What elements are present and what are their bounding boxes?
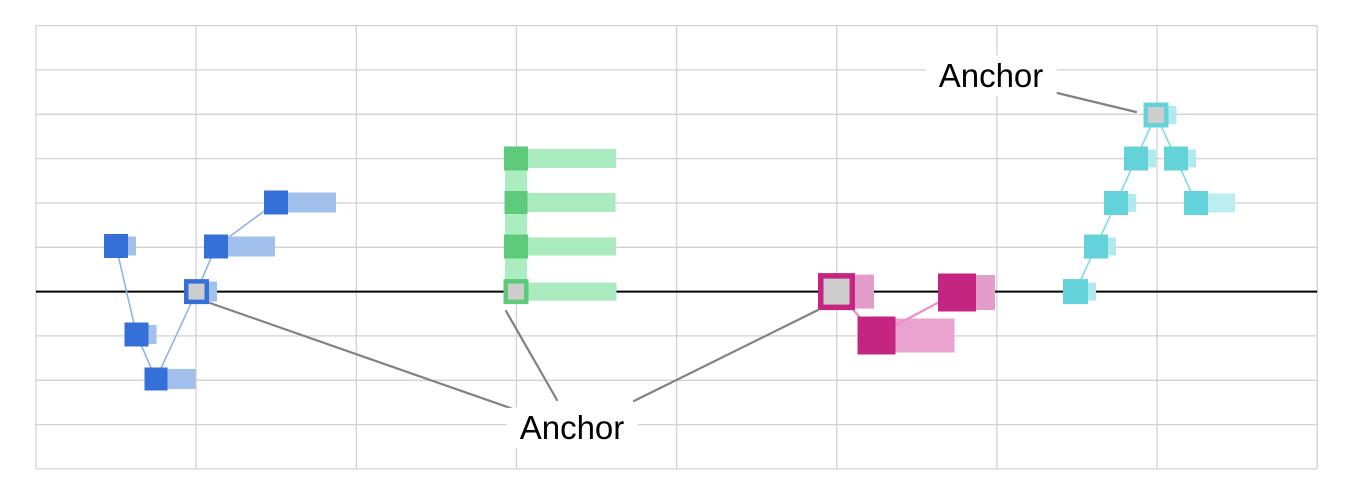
cyan-duration-bar (1187, 149, 1196, 168)
blue-duration-bar (287, 192, 336, 213)
cyan-duration-bar (1167, 106, 1177, 124)
blue-connector-line (155, 291, 198, 380)
pink-marker-square (857, 316, 896, 355)
blue-marker-square (104, 234, 128, 258)
blue-marker-square (144, 367, 168, 391)
anchor-callout-line (208, 301, 515, 411)
anchor-callout-line (632, 308, 820, 403)
blue-duration-bar (147, 325, 157, 344)
green-marker-square (504, 234, 528, 259)
cyan-duration-bar (1127, 194, 1136, 212)
cyan-marker-square (1184, 191, 1208, 215)
green-anchor-marker (503, 279, 529, 305)
cyan-marker-square (1084, 234, 1108, 259)
cyan-marker-square (1124, 146, 1148, 171)
blue-duration-bar (208, 281, 217, 302)
cyan-duration-bar (1087, 282, 1096, 301)
blue-marker-square (264, 190, 288, 215)
cyan-duration-bar (1147, 149, 1156, 168)
anchor-label-bottom: Anchor (506, 407, 638, 449)
blue-duration-bar (227, 236, 275, 257)
cyan-duration-bar (1207, 193, 1235, 213)
blue-marker-square (124, 322, 149, 347)
blue-connector-line (115, 245, 138, 335)
blue-duration-bar (127, 236, 136, 256)
green-connector-band (505, 158, 527, 292)
cyan-marker-square (1164, 146, 1188, 171)
green-duration-bar (527, 149, 616, 168)
pink-duration-bar (975, 275, 995, 310)
anchor-label-top: Anchor (925, 55, 1057, 97)
blue-duration-bar (166, 369, 196, 389)
pink-duration-bar (894, 318, 955, 353)
cyan-marker-square (1063, 279, 1088, 305)
anchor-callout-line (1051, 90, 1138, 114)
cyan-marker-square (1104, 191, 1128, 215)
pink-anchor-marker (818, 273, 855, 311)
green-duration-bar (527, 237, 616, 256)
blue-anchor-marker (184, 279, 209, 305)
green-duration-bar (526, 193, 616, 212)
green-marker-square (504, 191, 528, 214)
anchor-callout-line (504, 309, 559, 402)
blue-marker-square (204, 234, 228, 259)
green-duration-bar (527, 282, 617, 301)
pink-marker-square (938, 273, 976, 312)
pink-duration-bar (854, 274, 874, 309)
green-marker-square (504, 146, 528, 171)
cyan-anchor-marker (1143, 102, 1169, 128)
cyan-duration-bar (1107, 237, 1116, 256)
